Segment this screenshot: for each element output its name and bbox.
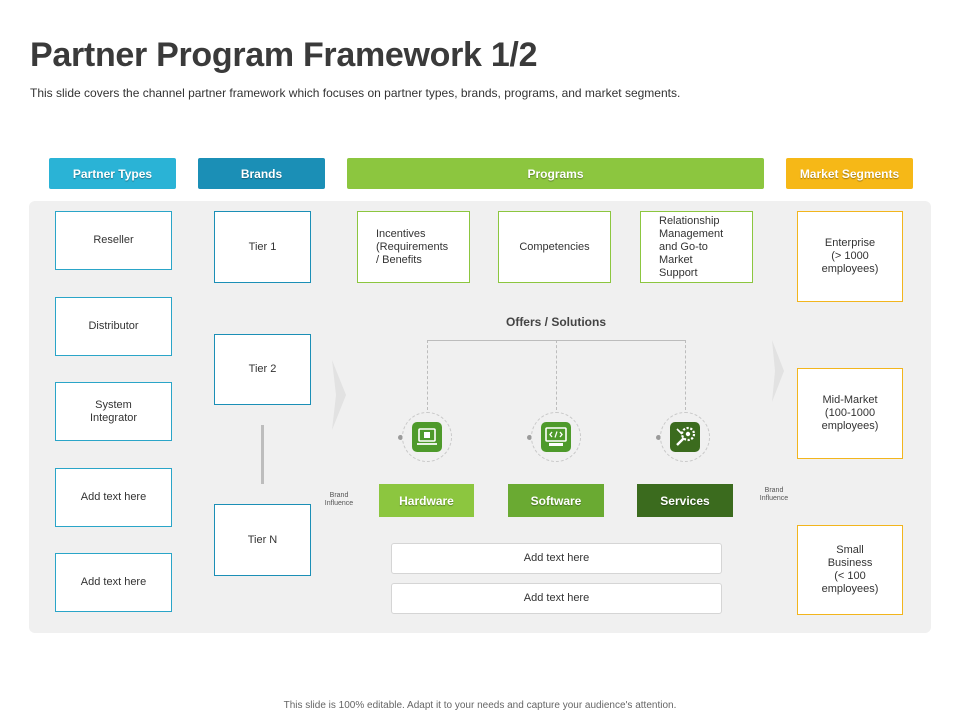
page-subtitle: This slide covers the channel partner fr… — [30, 86, 681, 100]
program-box: Relationship Management and Go-to Market… — [640, 211, 753, 283]
tier-ellipsis-line — [261, 425, 264, 484]
offers-title: Offers / Solutions — [505, 315, 606, 329]
offer-note-box: Add text here — [391, 543, 722, 574]
offer-note-box: Add text here — [391, 583, 722, 614]
partner-type-box: Reseller — [55, 211, 172, 270]
chevron-right-icon — [332, 360, 346, 430]
connector-dot — [527, 435, 532, 440]
market-segment-box: Small Business (< 100 employees) — [797, 525, 903, 615]
brand-influence-label-right: Brand Influence — [759, 487, 789, 502]
market-segment-box: Enterprise (> 1000 employees) — [797, 211, 903, 302]
program-box: Competencies — [498, 211, 611, 283]
connector-line — [427, 340, 428, 410]
partner-type-box: Add text here — [55, 553, 172, 612]
brand-tier-box: Tier 2 — [214, 334, 311, 405]
services-icon-circle — [660, 412, 710, 462]
chip-laptop-icon — [412, 422, 442, 452]
gear-wrench-icon — [670, 422, 700, 452]
connector-dot — [398, 435, 403, 440]
brand-tier-box: Tier 1 — [214, 211, 311, 283]
partner-type-box: System Integrator — [55, 382, 172, 441]
program-box: Incentives (Requirements / Benefits — [357, 211, 470, 283]
connector-line — [685, 340, 686, 410]
market-segment-box: Mid-Market (100-1000 employees) — [797, 368, 903, 459]
brand-tier-box: Tier N — [214, 504, 311, 576]
header-brands: Brands — [198, 158, 325, 189]
offer-services: Services — [637, 484, 733, 517]
software-icon-circle — [531, 412, 581, 462]
partner-type-box: Distributor — [55, 297, 172, 356]
header-programs: Programs — [347, 158, 764, 189]
offer-software: Software — [508, 484, 604, 517]
connector-line — [556, 340, 557, 410]
page-title: Partner Program Framework 1/2 — [30, 36, 538, 74]
connector-dot — [656, 435, 661, 440]
brand-influence-label-left: Brand Influence — [324, 492, 354, 507]
partner-type-box: Add text here — [55, 468, 172, 527]
footer-note: This slide is 100% editable. Adapt it to… — [283, 700, 677, 711]
chevron-right-icon — [772, 340, 784, 402]
code-monitor-icon — [541, 422, 571, 452]
header-market-segments: Market Segments — [786, 158, 913, 189]
header-partner-types: Partner Types — [49, 158, 176, 189]
offer-hardware: Hardware — [379, 484, 474, 517]
hardware-icon-circle — [402, 412, 452, 462]
